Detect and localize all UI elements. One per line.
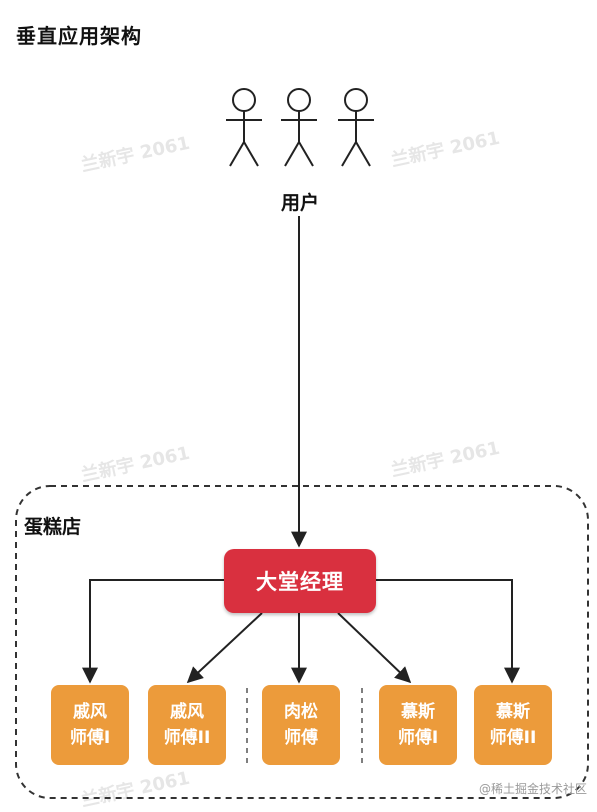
worker-name: 慕斯 [496, 702, 530, 722]
user-figure-icon [281, 88, 317, 167]
worker-title: 师傅II [489, 728, 537, 748]
worker-name: 戚风 [73, 702, 107, 722]
worker-node: 肉松 师傅 [262, 685, 340, 765]
worker-node: 戚风 师傅I [51, 685, 129, 765]
manager-node: 大堂经理 [224, 549, 376, 613]
worker-name: 肉松 [284, 702, 318, 722]
manager-label: 大堂经理 [256, 570, 344, 594]
worker-title: 师傅I [69, 728, 111, 748]
shop-container [15, 485, 589, 799]
arrow-manager-to-worker-2 [186, 612, 263, 684]
arrow-manager-to-worker-5 [376, 579, 520, 684]
worker-title: 师傅 [284, 728, 318, 748]
user-figure-icon [226, 88, 262, 167]
worker-node: 戚风 师傅II [148, 685, 226, 765]
users-label: 用户 [280, 192, 319, 214]
worker-node: 慕斯 师傅II [474, 685, 552, 765]
worker-title: 师傅I [397, 728, 439, 748]
worker-name: 慕斯 [401, 702, 435, 722]
arrow-manager-to-worker-4 [337, 612, 412, 684]
user-figure-icon [338, 88, 374, 167]
shop-label: 蛋糕店 [24, 516, 82, 538]
arrow-manager-to-worker-1 [82, 579, 224, 684]
footer-watermark: @稀土掘金技术社区 [478, 782, 587, 796]
worker-name: 戚风 [170, 702, 204, 722]
worker-title: 师傅II [163, 728, 211, 748]
worker-node: 慕斯 师傅I [379, 685, 457, 765]
page-title: 垂直应用架构 [16, 24, 142, 48]
